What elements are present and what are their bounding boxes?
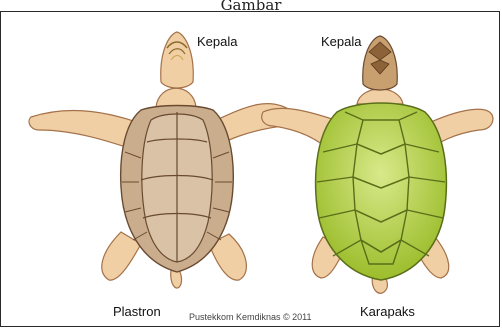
right-neck <box>357 89 403 104</box>
label-plastron: Plastron <box>113 304 161 319</box>
left-neck <box>156 88 196 107</box>
label-karapaks: Karapaks <box>360 304 415 319</box>
turtle-plastron-view <box>29 32 294 288</box>
credit-text: Pustekkom Kemdiknas © 2011 <box>189 312 312 322</box>
label-right-head: Kepala <box>321 34 361 49</box>
carapace-shell <box>316 103 447 280</box>
label-left-head: Kepala <box>197 34 237 49</box>
turtle-carapace-view <box>262 36 493 293</box>
left-head <box>161 32 194 88</box>
turtle-diagram <box>1 12 501 328</box>
figure-frame: Kepala Kepala Plastron Karapaks Pustekko… <box>0 11 500 327</box>
